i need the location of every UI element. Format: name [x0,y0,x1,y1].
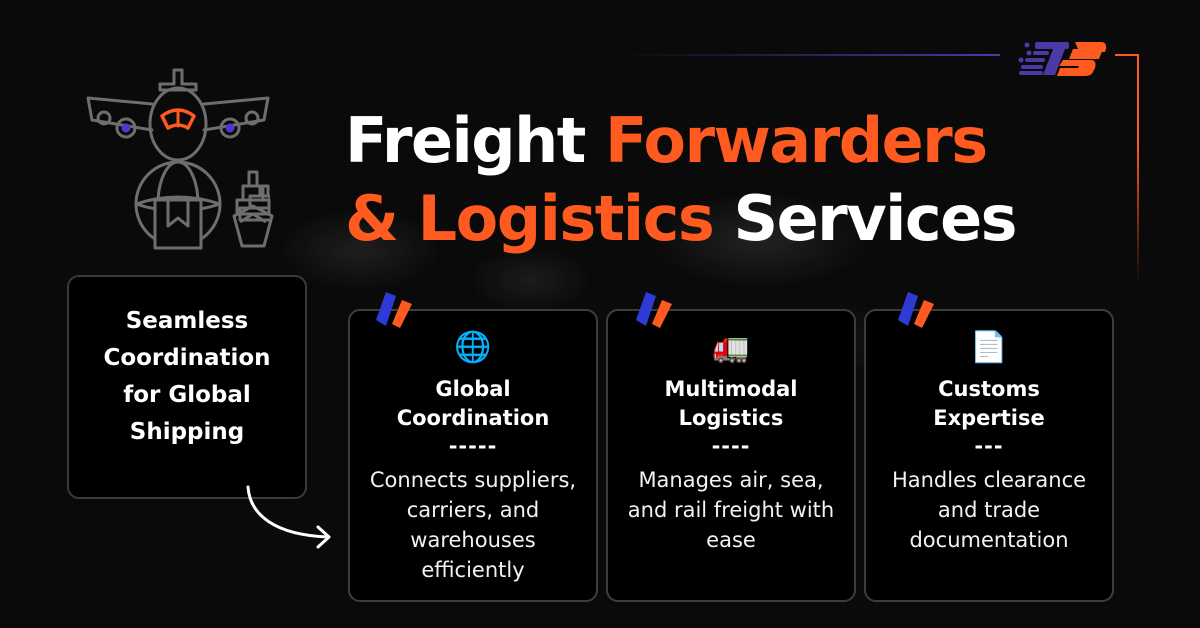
card-description: Handles clearance and trade documentatio… [891,468,1087,552]
curved-arrow-icon [246,485,331,549]
brand-flag-icon [898,292,934,328]
title-forwarders: Forwarders [605,104,988,177]
truck-icon: 🚛 [712,330,750,365]
page-title: Freight Forwarders & Logistics Services [345,102,1125,258]
title-logistics: & Logistics [345,182,715,255]
intro-text: Seamless Coordination for Global Shippin… [103,308,271,445]
airplane-globe-ship-icon [86,68,270,250]
brand-flag-icon [376,292,412,328]
intro-card: Seamless Coordination for Global Shippin… [67,275,307,499]
card-description: Connects suppliers, carriers, and wareho… [369,468,577,582]
title-services: Services [733,182,1017,255]
card-divider: --- [974,434,1004,458]
ts-logo [1018,42,1107,76]
document-icon: 📄 [970,330,1008,365]
logo-accent-line [620,54,1000,56]
brand-flag-icon [636,292,672,328]
card-divider: ----- [448,434,498,458]
orange-frame-bracket [1115,54,1139,284]
title-freight: Freight [345,104,586,177]
ship-icon [232,170,274,248]
card-divider: ---- [711,434,751,458]
card-description: Manages air, sea, and rail freight with … [627,468,835,552]
globe-icon: 🌐 [454,330,492,365]
